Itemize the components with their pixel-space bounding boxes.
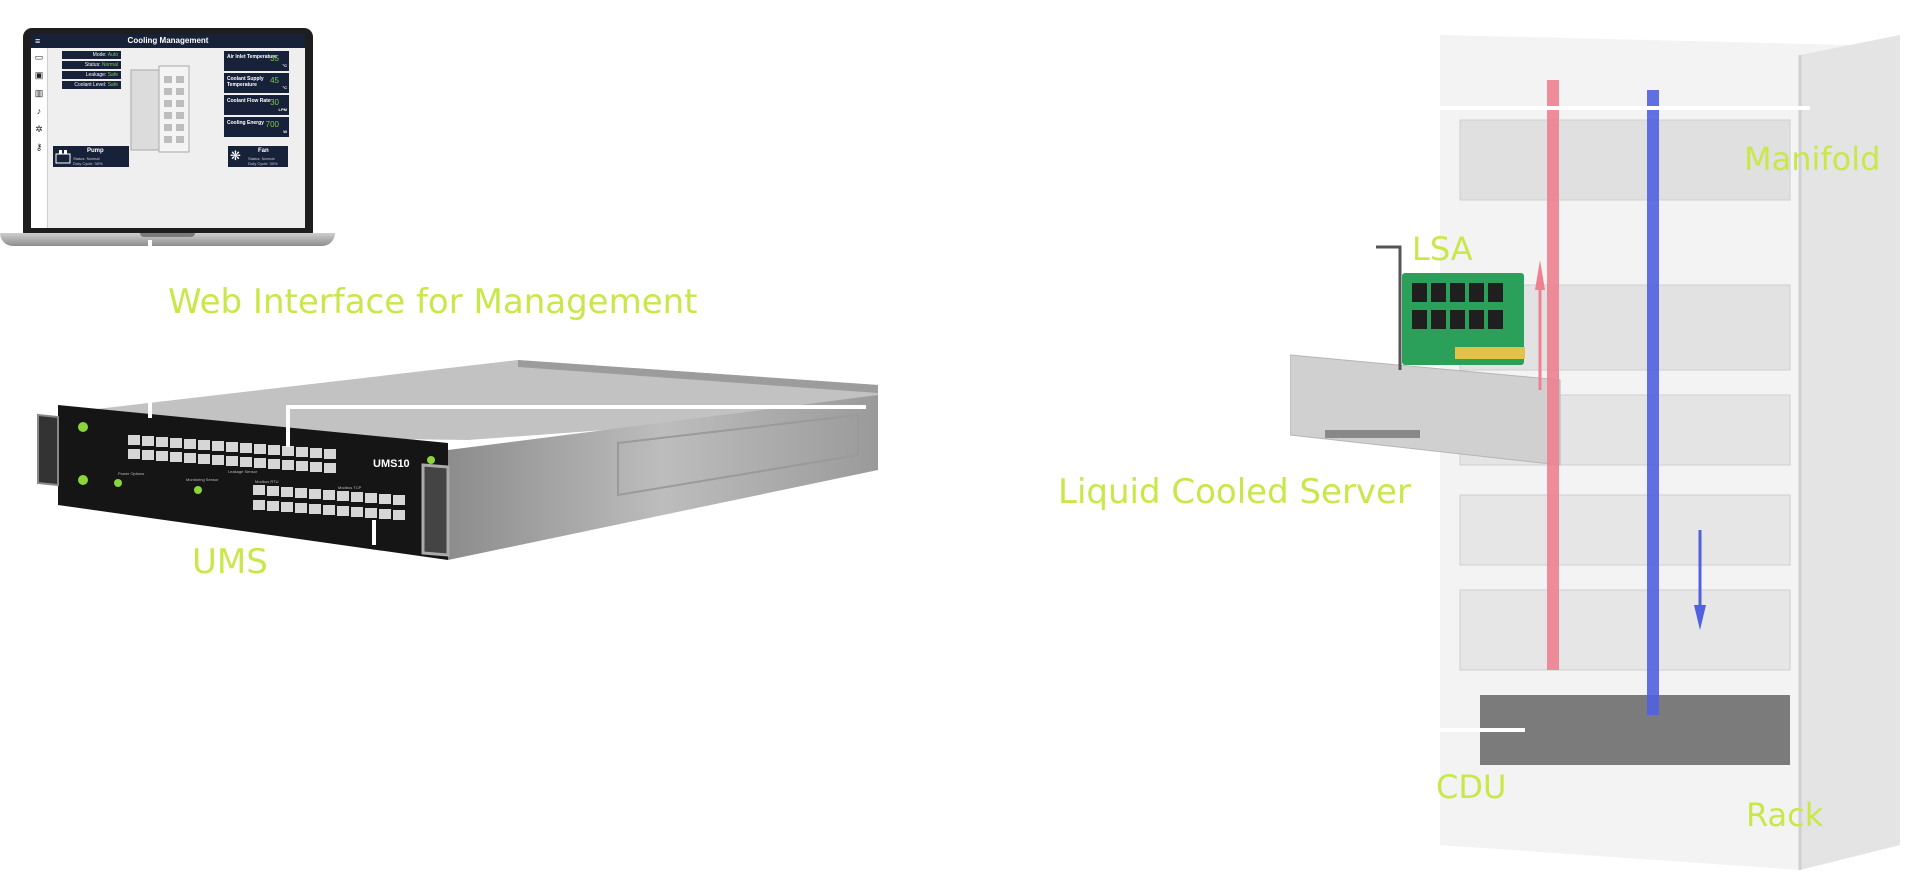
pump-panel[interactable]: Pump Status: Normal Duty Cycle: 30% (53, 146, 129, 167)
hamburger-icon[interactable]: ≡ (35, 36, 41, 46)
key-icon[interactable]: ⚷ (35, 142, 43, 152)
ums-top-cover (88, 360, 878, 440)
dashboard-screen: Cooling Management ≡ ▭ ▣ ▥ ♪ ✲ ⚷ Mode: A… (31, 34, 305, 228)
ethernet-ports-upper[interactable] (128, 435, 336, 473)
gear-icon[interactable]: ✲ (35, 124, 43, 134)
rack (1289, 25, 1910, 885)
label-liquid-cooled-server: Liquid Cooled Server (1058, 472, 1411, 512)
pump-icon (55, 150, 71, 164)
left-handle[interactable] (37, 413, 59, 487)
connector-ums-label (372, 520, 376, 545)
ethernet-ports-lower[interactable] (253, 485, 405, 520)
metric-coolant-supply: Coolant Supply Temperature 45 °C (224, 73, 289, 93)
dashboard-title: Cooling Management (31, 34, 305, 48)
metric-cooling-energy: Cooling Energy 700 W (224, 117, 289, 137)
metric-air-inlet: Air Inlet Temperature 35 °C (224, 51, 289, 71)
fan-panel[interactable]: ❋ Fan Status: Normal Duty Cycle: 30% (228, 146, 288, 167)
chip-icon[interactable]: ▣ (34, 70, 44, 80)
label-web-interface: Web Interface for Management (168, 282, 698, 322)
label-lsa: LSA (1412, 230, 1473, 268)
rack-illustration (1289, 35, 1900, 870)
status-row-mode: Mode: Auto (62, 51, 121, 59)
bell-icon[interactable]: ♪ (36, 106, 42, 116)
cdu-unit (1480, 695, 1790, 765)
laptop-lid: Cooling Management ≡ ▭ ▣ ▥ ♪ ✲ ⚷ Mode: A… (23, 28, 313, 234)
port-label-leakage: Leakage Sensor (228, 469, 258, 474)
connector-manifold (1436, 106, 1810, 110)
cdu-thumbnail (130, 65, 190, 153)
port-label-modbus-tcp: Modbus TCP (338, 485, 362, 490)
ums-device: UMS10 Power Options Monitoring Sensor Mo… (18, 355, 878, 580)
hot-pipe (1547, 80, 1559, 670)
label-ums: UMS (192, 542, 268, 582)
up-arrow-icon (1535, 260, 1545, 290)
down-arrow-icon (1694, 605, 1706, 630)
right-handle[interactable] (421, 463, 450, 557)
connector-ums-server (286, 405, 866, 409)
metric-coolant-flow: Coolant Flow Rate 30 LPM (224, 95, 289, 115)
port-label-power: Power Options (118, 471, 144, 476)
connector-web-ums (148, 360, 152, 418)
lsa-card (1376, 245, 1525, 370)
ums-model-text: UMS10 (373, 458, 410, 470)
chart-icon[interactable]: ▥ (34, 88, 44, 98)
window-icon[interactable]: ▭ (34, 52, 44, 62)
status-row-status: Status: Normal (62, 61, 121, 69)
label-rack: Rack (1746, 796, 1824, 834)
dashboard-sidebar: ▭ ▣ ▥ ♪ ✲ ⚷ (31, 48, 48, 228)
server-sleds (1459, 119, 1791, 671)
laptop-notch (140, 233, 195, 237)
status-row-coolant-level: Coolant Level: Safe (62, 81, 121, 89)
laptop: Cooling Management ≡ ▭ ▣ ▥ ♪ ✲ ⚷ Mode: A… (0, 28, 335, 273)
port-label-monitoring: Monitoring Sensor (186, 477, 219, 482)
ums-side-panel (448, 395, 878, 560)
port-label-modbus-rtu: Modbus RTU (255, 479, 279, 484)
fan-icon: ❋ (230, 148, 241, 163)
ums-chassis: UMS10 Power Options Monitoring Sensor Mo… (37, 360, 878, 560)
laptop-base (0, 233, 335, 246)
connector-cdu (1435, 728, 1525, 732)
ums-front-panel (58, 405, 448, 560)
cold-pipe (1647, 90, 1659, 715)
label-cdu: CDU (1436, 768, 1507, 806)
label-manifold: Manifold (1744, 140, 1881, 178)
status-row-leakage: Leakage: Safe (62, 71, 121, 79)
connector-laptop-web (148, 240, 152, 268)
